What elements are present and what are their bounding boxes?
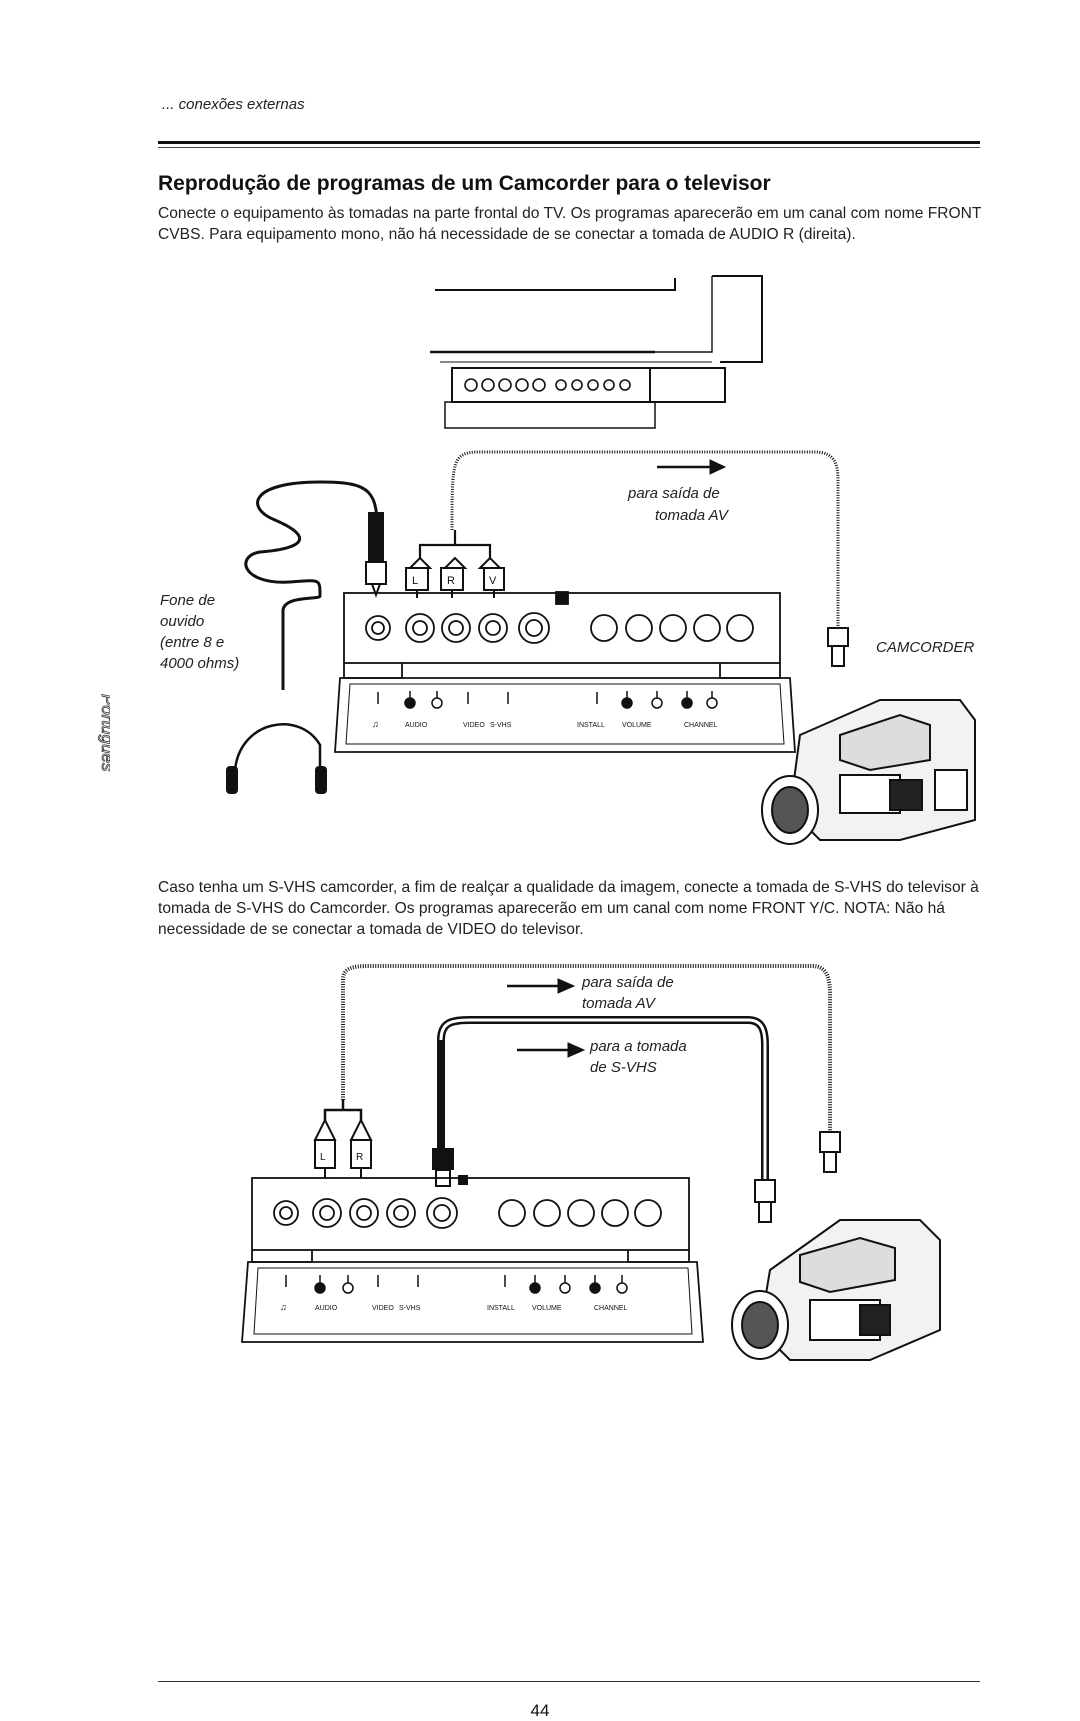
footer-rule [158,1681,980,1682]
camcorder-icon [761,699,976,845]
intro-paragraph: Conecte o equipamento às tomadas na part… [158,205,982,243]
front-panel-1 [334,591,796,753]
panel2-channel: CHANNEL [594,1305,628,1312]
headphones-icon [226,766,327,794]
d2-plug-letter-r: R [356,1152,363,1163]
panel2-svhs: S-VHS [399,1305,421,1312]
front-panel-2 [241,1177,704,1343]
d2-plug-letter-l: L [320,1152,326,1163]
panel1-channel: CHANNEL [684,722,718,729]
svg-text:♫: ♫ [372,719,379,729]
arrow-label-2: tomada AV [655,507,730,524]
panel1-volume: VOLUME [622,722,652,729]
panel2-audio: AUDIO [315,1305,338,1312]
plug-letter-l: L [412,575,418,587]
panel2-video: VIDEO [372,1305,394,1312]
plug-letter-v: V [489,575,497,587]
panel2-volume: VOLUME [532,1305,562,1312]
d2-arrow-label-1b: tomada AV [582,995,657,1012]
diagram-camcorder-av: para saída de tomada AV L R V [160,275,976,845]
headphone-label-2: ouvido [160,613,204,630]
headphone-label-4: 4000 ohms) [160,655,239,672]
camcorder-label: CAMCORDER [876,639,975,656]
panel1-svhs: S-VHS [490,722,512,729]
camcorder-icon-2 [731,1219,941,1361]
page-title: Reprodução de programas de um Camcorder … [158,172,771,195]
d2-arrow-label-2a: para a tomada [589,1038,687,1055]
headphone-label-1: Fone de [160,592,215,609]
panel1-install: INSTALL [577,722,605,729]
page-number: 44 [530,1701,550,1720]
header-rule-thin [158,147,980,148]
side-language-tab: Português [98,694,110,773]
svhs-plug [432,1148,468,1187]
svg-text:♫: ♫ [280,1302,287,1312]
headphone-label-3: (entre 8 e [160,634,224,651]
panel1-video: VIDEO [463,722,485,729]
panel2-install: INSTALL [487,1305,515,1312]
header-rule [158,141,980,144]
tv-outline [435,278,676,291]
d2-arrow-label-1a: para saída de [581,974,674,991]
arrow-label-1: para saída de [627,485,720,502]
svhs-paragraph: Caso tenha um S-VHS camcorder, a fim de … [158,879,979,938]
plug-letter-r: R [447,575,455,587]
diagram-svhs: para saída de tomada AV para a tomada de… [241,964,941,1361]
d2-arrow-label-2b: de S-VHS [590,1059,657,1076]
headphone-plug [365,512,387,598]
panel1-audio: AUDIO [405,722,428,729]
section-header: ... conexões externas [162,96,305,113]
side-tab-text: Português [98,694,110,772]
